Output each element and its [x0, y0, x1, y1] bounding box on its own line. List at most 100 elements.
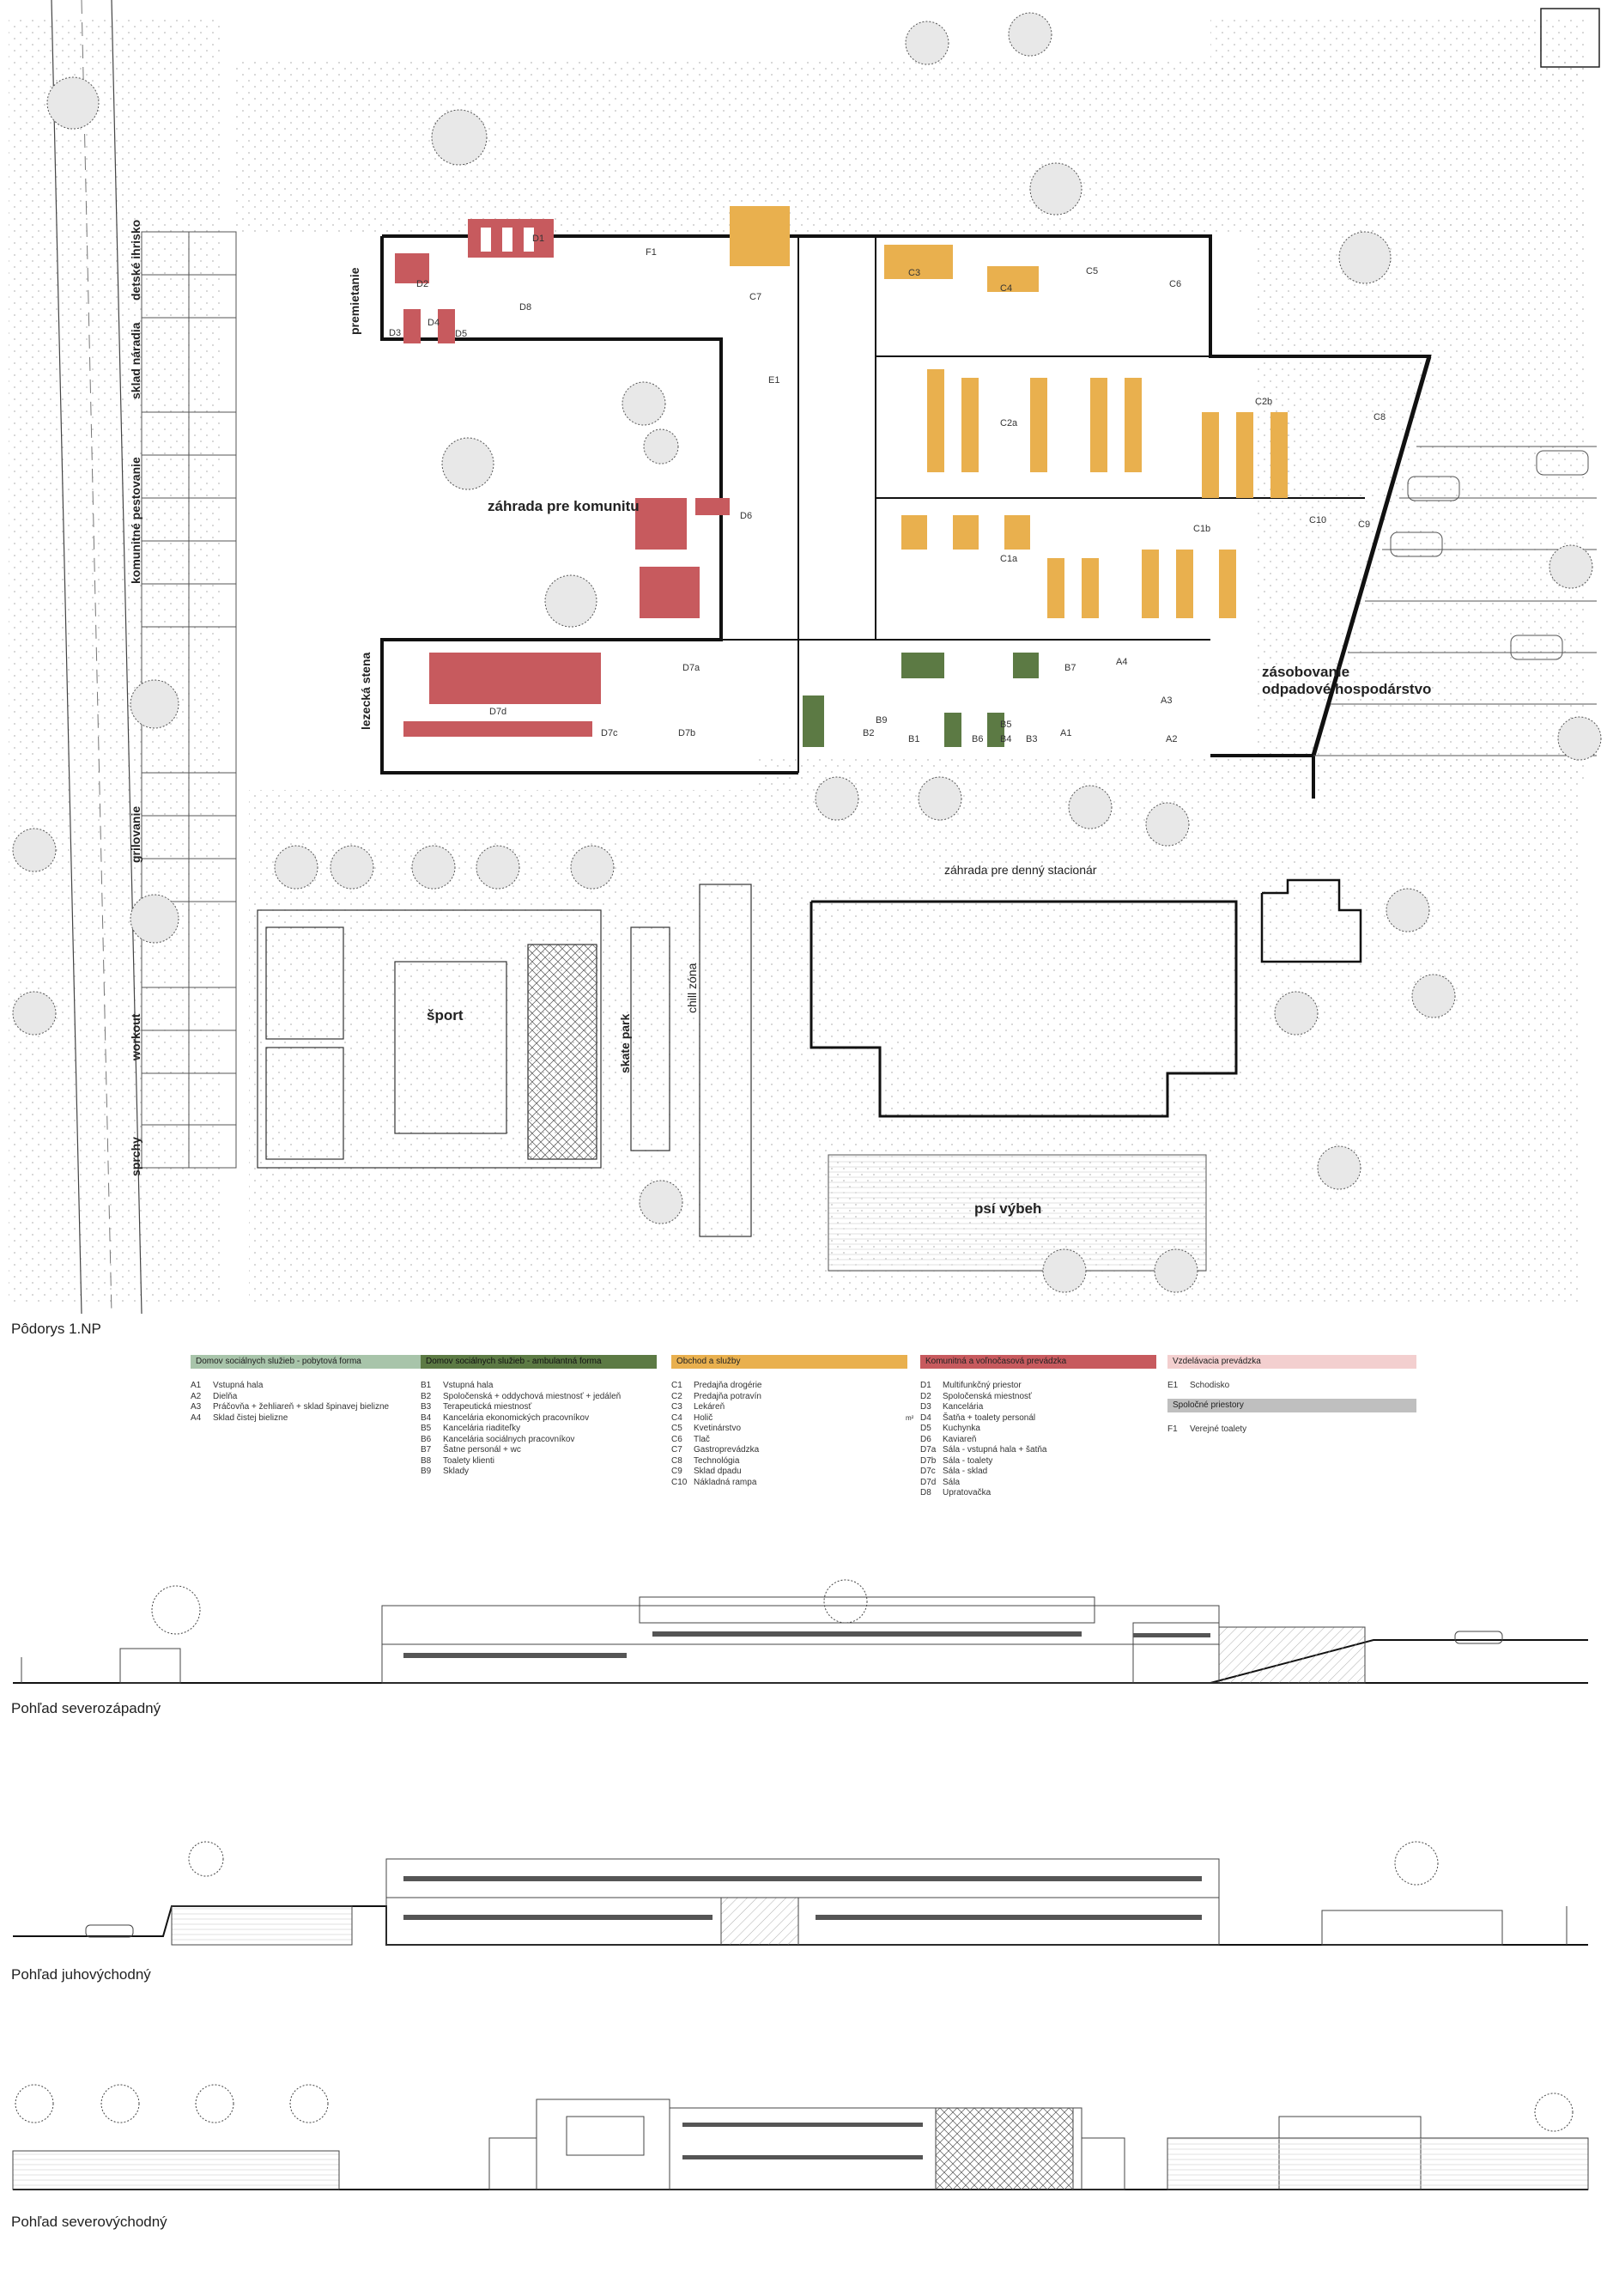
- legend-code: C1: [671, 1381, 682, 1390]
- legend-text: Verejné toalety: [1190, 1424, 1247, 1434]
- room-C3: C3: [908, 268, 921, 278]
- north-arrow-box: [1540, 8, 1600, 68]
- legend-code: B6: [421, 1434, 432, 1444]
- room-D6: D6: [740, 511, 753, 521]
- community-furniture: [395, 219, 730, 737]
- legend-column-residential: Domov sociálnych služieb - pobytová form…: [191, 1355, 427, 1424]
- legend-text: Predajňa drogérie: [694, 1381, 762, 1390]
- legend-code: C5: [671, 1424, 682, 1433]
- room-C1a: C1a: [1000, 554, 1018, 564]
- legend-code: D5: [920, 1424, 931, 1433]
- road: [51, 0, 143, 1314]
- legend-code: C7: [671, 1445, 682, 1455]
- legend-text: Spoločenská miestnosť: [943, 1391, 1032, 1401]
- legend-code: C9: [671, 1467, 682, 1476]
- label-grilling: grilovanie: [129, 805, 143, 863]
- room-B2: B2: [863, 728, 875, 738]
- room-C5: C5: [1086, 266, 1099, 276]
- legend-header-common: Spoločné priestory: [1167, 1398, 1416, 1412]
- ambulant-furniture: [803, 653, 1039, 747]
- legend-item: D7c Sála - sklad: [920, 1467, 1156, 1478]
- legend-text: Holič: [694, 1412, 713, 1423]
- room-D1: D1: [532, 234, 545, 244]
- room-C8: C8: [1374, 412, 1386, 422]
- legend-code: B2: [421, 1391, 432, 1401]
- room-B4: B4: [1000, 734, 1012, 744]
- room-C9: C9: [1358, 519, 1371, 530]
- elevation-caption-southeast: Pohľad juhovýchodný: [11, 1966, 151, 1983]
- legend-code: D7c: [920, 1467, 936, 1476]
- legend-item: C8 Technológia: [671, 1456, 907, 1467]
- legend-code: B1: [421, 1381, 432, 1390]
- legend-code: A2: [191, 1391, 202, 1401]
- legend-text: Šatne personál + wc: [443, 1445, 521, 1455]
- room-D7a: D7a: [682, 663, 700, 673]
- room-B6: B6: [972, 734, 984, 744]
- room-E1: E1: [768, 375, 780, 386]
- legend-code: D8: [920, 1488, 931, 1497]
- daycare-building: [810, 900, 1238, 1118]
- legend-code: A1: [191, 1381, 202, 1390]
- room-D7b: D7b: [678, 728, 696, 738]
- legend-code: C8: [671, 1455, 682, 1466]
- label-workout: workout: [129, 1013, 143, 1060]
- legend-code: D3: [920, 1402, 931, 1412]
- label-tool-storage: sklad náradia: [129, 322, 143, 400]
- legend-text: Technológia: [694, 1455, 740, 1466]
- legend-text: Sála: [943, 1477, 961, 1487]
- sqm-mark: m²: [906, 1414, 914, 1422]
- legend-item: D5 Kuchynka: [920, 1424, 1156, 1435]
- label-garden-daycare: záhrada pre denný stacionár: [944, 863, 1097, 877]
- label-climbing-wall: lezecká stena: [359, 652, 373, 730]
- elevation-southeast: [13, 1841, 1588, 1946]
- legend-code: B9: [421, 1467, 432, 1476]
- legend-header: Domov sociálnych služieb - ambulantná fo…: [421, 1355, 657, 1369]
- label-chill-zone: chill zóna: [685, 963, 699, 1013]
- room-B7: B7: [1064, 663, 1076, 673]
- label-dog-run: psí výbeh: [974, 1200, 1042, 1217]
- legend-text: Sklad čistej bielizne: [213, 1412, 288, 1423]
- room-B3: B3: [1026, 734, 1038, 744]
- elevation-northeast: [12, 2084, 1589, 2190]
- legend-text: Spoločenská + oddychová miestnosť + jedá…: [443, 1391, 622, 1401]
- legend-code: E1: [1167, 1381, 1179, 1390]
- room-A4: A4: [1116, 657, 1128, 667]
- legend-text: Lekáreň: [694, 1402, 725, 1412]
- dog-run-area: [828, 1154, 1207, 1272]
- room-A2: A2: [1166, 734, 1178, 744]
- room-D2: D2: [416, 279, 429, 289]
- trees: [12, 12, 1602, 1293]
- label-garden-community: záhrada pre komunitu: [488, 498, 640, 514]
- legend-code: D7d: [920, 1477, 937, 1487]
- legend-header: Vzdelávacia prevádzka: [1167, 1355, 1416, 1369]
- legend-column-ambulant: Domov sociálnych služieb - ambulantná fo…: [421, 1355, 657, 1478]
- legend-code: D7a: [920, 1445, 937, 1455]
- legend-text: Sála - sklad: [943, 1467, 988, 1476]
- legend-code: D6: [920, 1434, 931, 1444]
- legend-text: Kaviareň: [943, 1434, 977, 1444]
- legend-text: Kuchynka: [943, 1424, 980, 1433]
- left-strip: [141, 231, 237, 1169]
- plan-caption: Pôdorys 1.NP: [11, 1321, 101, 1337]
